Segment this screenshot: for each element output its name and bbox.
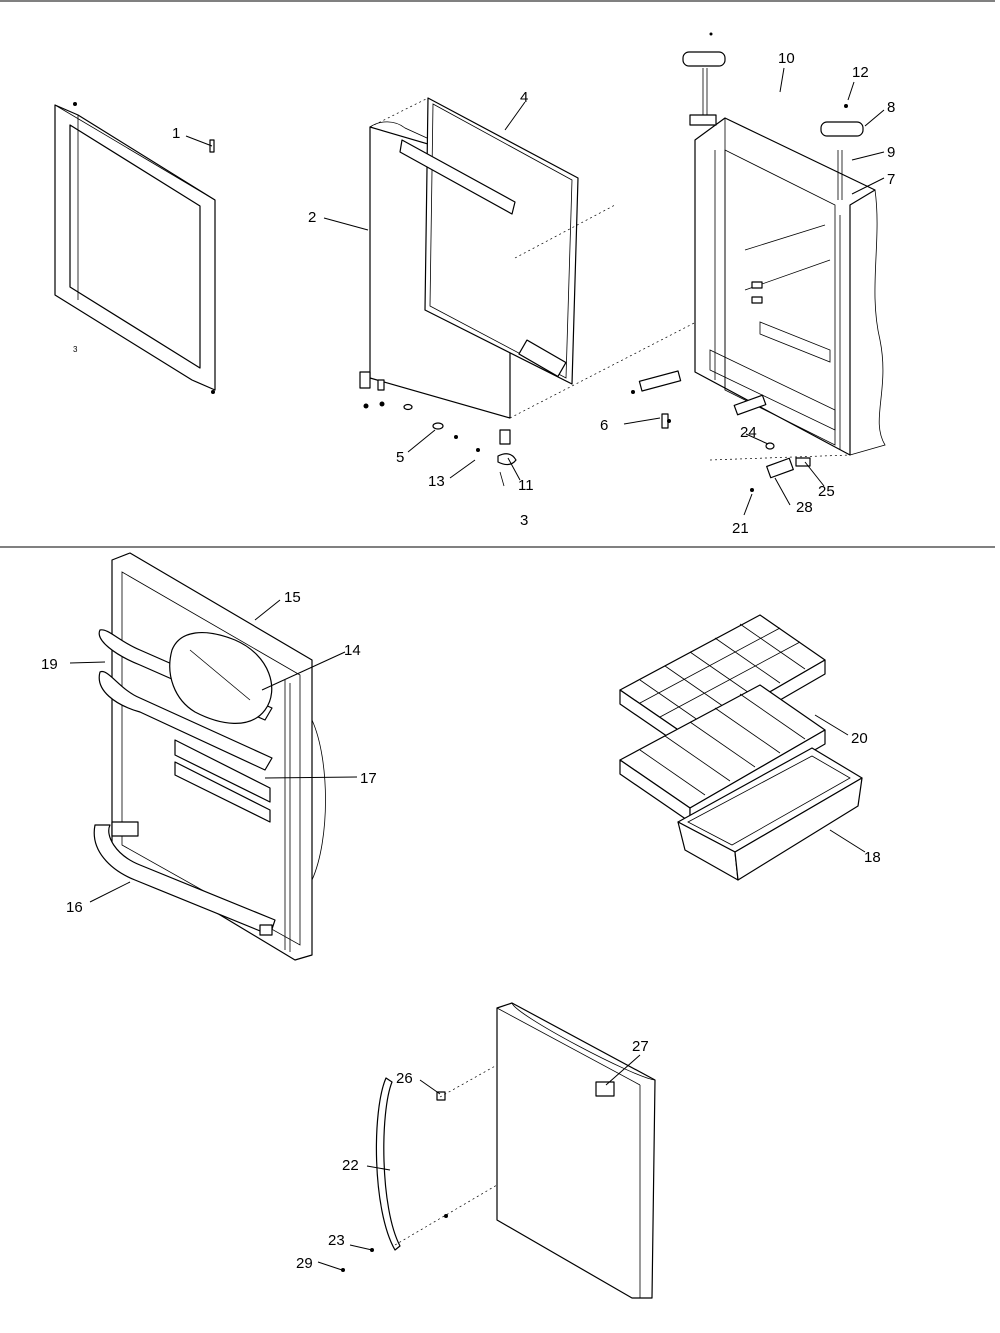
callout-23: 23 [328,1232,345,1249]
callout-7: 7 [887,171,895,188]
callout-4: 4 [520,89,528,106]
ice-bucket-part [677,747,863,881]
callout-8: 8 [887,99,895,116]
callout-29: 29 [296,1255,313,1272]
door-panel-part [369,97,701,419]
callout-16: 16 [66,899,83,916]
callout-3-small: 3 [73,345,78,354]
callout-18: 18 [864,849,881,866]
callout-11: 11 [518,477,534,494]
callout-2: 2 [308,209,316,226]
callout-26: 26 [396,1070,413,1087]
bottom-hinge-parts [631,370,851,492]
callout-17: 17 [360,770,377,787]
callout-12: 12 [852,64,869,81]
callout-3: 3 [520,512,528,529]
top-hinge-parts [682,32,864,200]
callout-labels: 1 2 3 3 4 5 6 7 8 9 10 11 12 13 14 15 16… [41,50,895,1272]
callout-10: 10 [778,50,795,67]
cabinet-part [694,117,886,456]
callout-13: 13 [428,473,445,490]
callout-14: 14 [344,642,361,659]
door-liner-part [93,552,326,961]
callout-21: 21 [732,520,749,537]
callout-1: 1 [172,125,180,142]
leader-lines [69,67,885,1271]
callout-5: 5 [396,449,404,466]
hinge-hardware-parts [359,371,517,487]
callout-20: 20 [851,730,868,747]
callout-24: 24 [740,424,757,441]
callout-25: 25 [818,483,835,500]
callout-28: 28 [796,499,813,516]
outer-door-part [341,1002,656,1299]
callout-22: 22 [342,1157,359,1174]
callout-27: 27 [632,1038,649,1055]
callout-9: 9 [887,144,895,161]
callout-15: 15 [284,589,301,606]
callout-6: 6 [600,417,608,434]
callout-19: 19 [41,656,58,673]
door-frame-part [54,102,216,394]
